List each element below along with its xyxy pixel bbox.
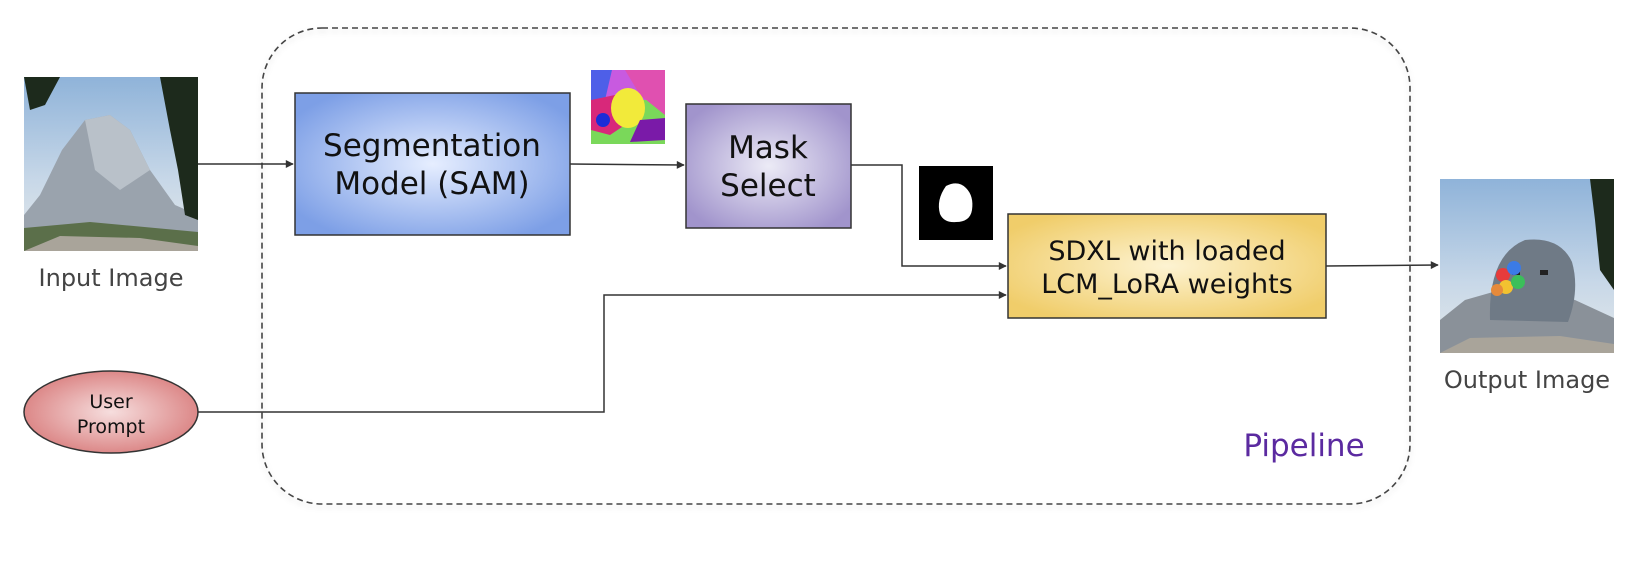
output-image-caption: Output Image xyxy=(1444,366,1610,394)
input-image xyxy=(24,77,198,251)
mask-select-line2: Select xyxy=(720,168,816,204)
segmentation-model-node xyxy=(294,92,571,236)
sdxl-lcm-lora-node xyxy=(1007,213,1327,319)
sdxl-line2: LCM_LoRA weights xyxy=(1041,269,1293,300)
mask-select-node xyxy=(685,103,852,229)
segmentation-line1: Segmentation xyxy=(323,128,541,164)
binary-mask-icon xyxy=(919,166,993,240)
edge-segmentation-to-mask-select xyxy=(569,160,685,169)
mask-select-line1: Mask xyxy=(728,130,808,166)
edge-prompt-to-sdxl xyxy=(198,291,1007,413)
pipeline-label: Pipeline xyxy=(1243,428,1364,464)
sdxl-line1: SDXL with loaded xyxy=(1048,236,1285,267)
edge-mask-select-to-sdxl xyxy=(851,164,1007,270)
user-prompt-line1: User xyxy=(89,391,132,413)
segmentation-map-icon xyxy=(591,70,665,144)
output-image xyxy=(1440,179,1614,353)
input-image-caption: Input Image xyxy=(39,264,184,292)
segmentation-line2: Model (SAM) xyxy=(334,166,529,202)
edge-sdxl-to-output xyxy=(1325,261,1439,270)
user-prompt-line2: Prompt xyxy=(77,416,145,438)
